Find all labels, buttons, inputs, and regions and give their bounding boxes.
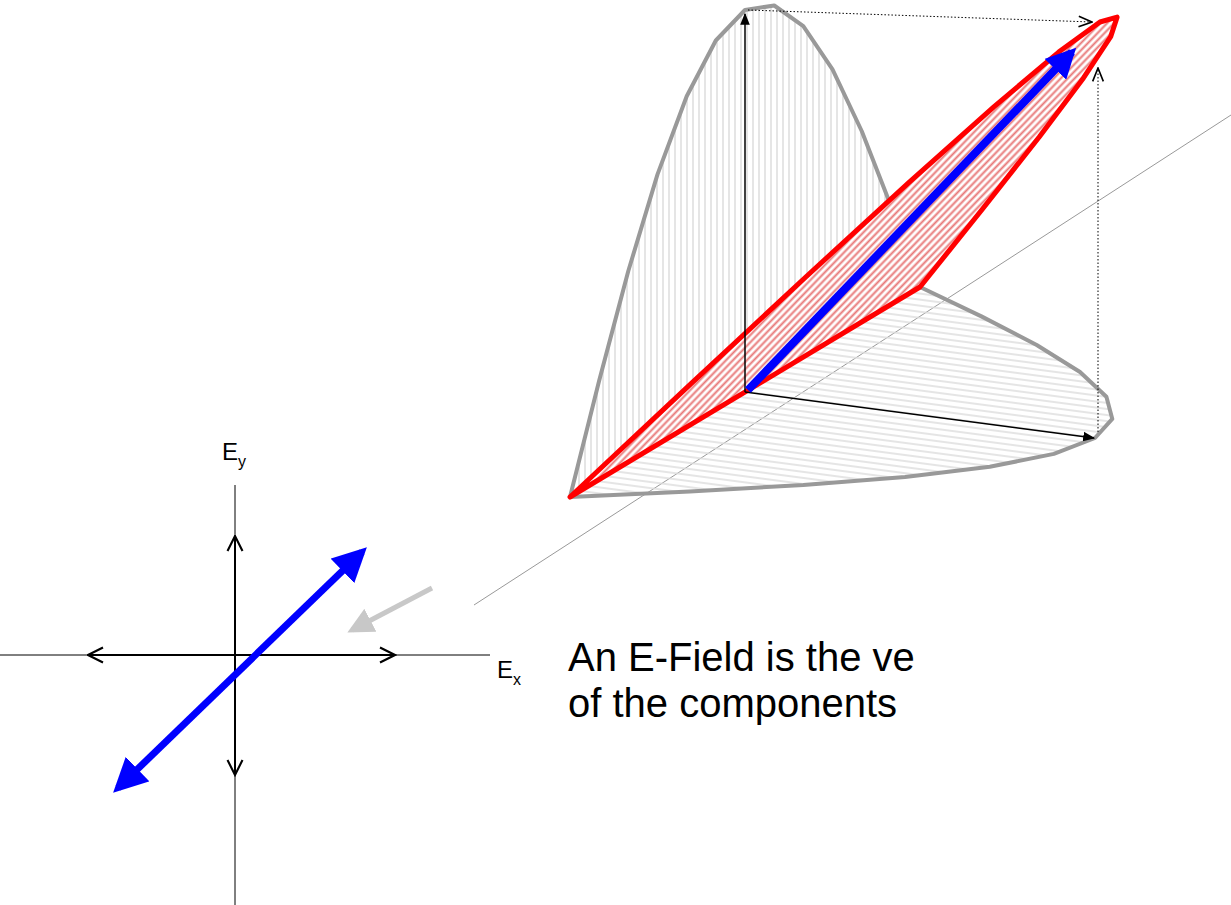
field-vector bbox=[118, 552, 362, 788]
resultant-wave bbox=[570, 17, 1117, 497]
caption-text: An E-Field is the ve of the components bbox=[568, 634, 940, 726]
projection-line bbox=[748, 10, 1092, 22]
axis-label: Ex bbox=[497, 658, 521, 688]
component-arrow bbox=[745, 392, 1094, 438]
axis-label: Ey bbox=[222, 440, 246, 470]
axis-line bbox=[235, 485, 236, 905]
field-vector bbox=[748, 52, 1072, 390]
component-arrow bbox=[234, 536, 236, 655]
view-arrow bbox=[352, 588, 432, 630]
projection-line bbox=[1098, 68, 1099, 432]
axis-line bbox=[0, 655, 490, 656]
component-arrow bbox=[744, 14, 746, 392]
component-arrow bbox=[88, 654, 235, 656]
